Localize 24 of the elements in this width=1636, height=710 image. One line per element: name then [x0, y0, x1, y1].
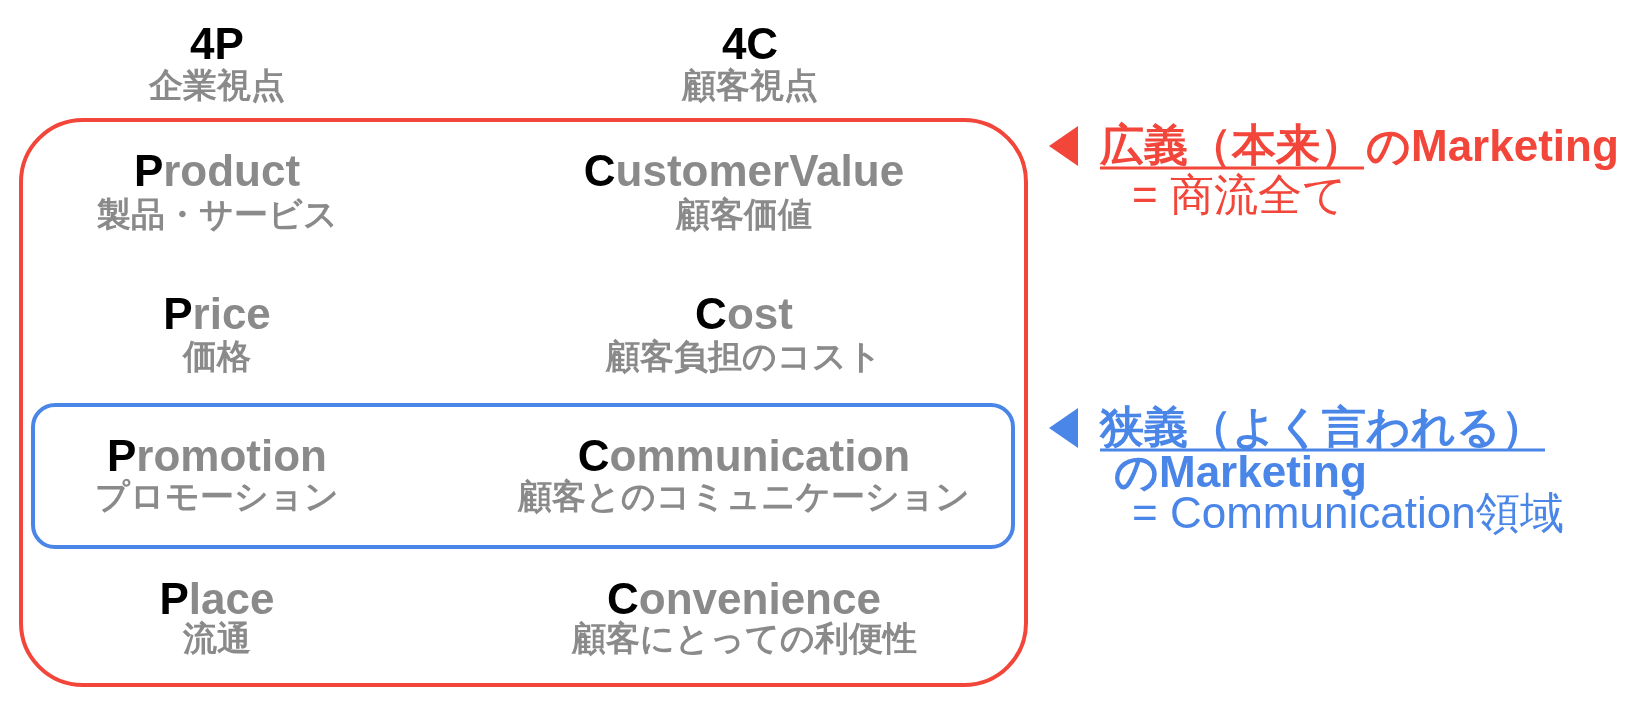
- item-title: Cost: [695, 289, 793, 339]
- column-subheading: 顧客視点: [682, 66, 818, 106]
- annotation-heading: 狭義（よく言われる）: [1100, 404, 1545, 452]
- annotation-text: のMarketing: [1366, 121, 1619, 171]
- item-caption: 価格: [183, 337, 251, 377]
- column-heading: 4C: [721, 19, 779, 68]
- item-caption: 顧客とのコミュニケーション: [518, 477, 970, 517]
- item-caption: プロモーション: [95, 477, 339, 517]
- item-title: Product: [133, 146, 301, 196]
- rounded-box: [31, 403, 1015, 549]
- rounded-box: [19, 118, 1028, 687]
- item-caption: 流通: [183, 619, 251, 659]
- item-title: CustomerValue: [583, 146, 905, 196]
- column-subheading: 企業視点: [149, 66, 285, 106]
- item-caption: 顧客価値: [676, 195, 812, 235]
- item-title: Price: [163, 289, 271, 339]
- item-title: Communication: [577, 431, 911, 480]
- item-caption: 顧客負担のコスト: [606, 337, 882, 377]
- annotation-note: = 商流全て: [1132, 170, 1347, 220]
- item-caption: 顧客にとっての利便性: [571, 619, 917, 659]
- column-heading: 4P: [190, 19, 244, 68]
- annotation-heading: 広義（本来）: [1100, 122, 1364, 170]
- item-caption: 製品・サービス: [96, 195, 338, 235]
- item-title: Promotion: [107, 431, 327, 480]
